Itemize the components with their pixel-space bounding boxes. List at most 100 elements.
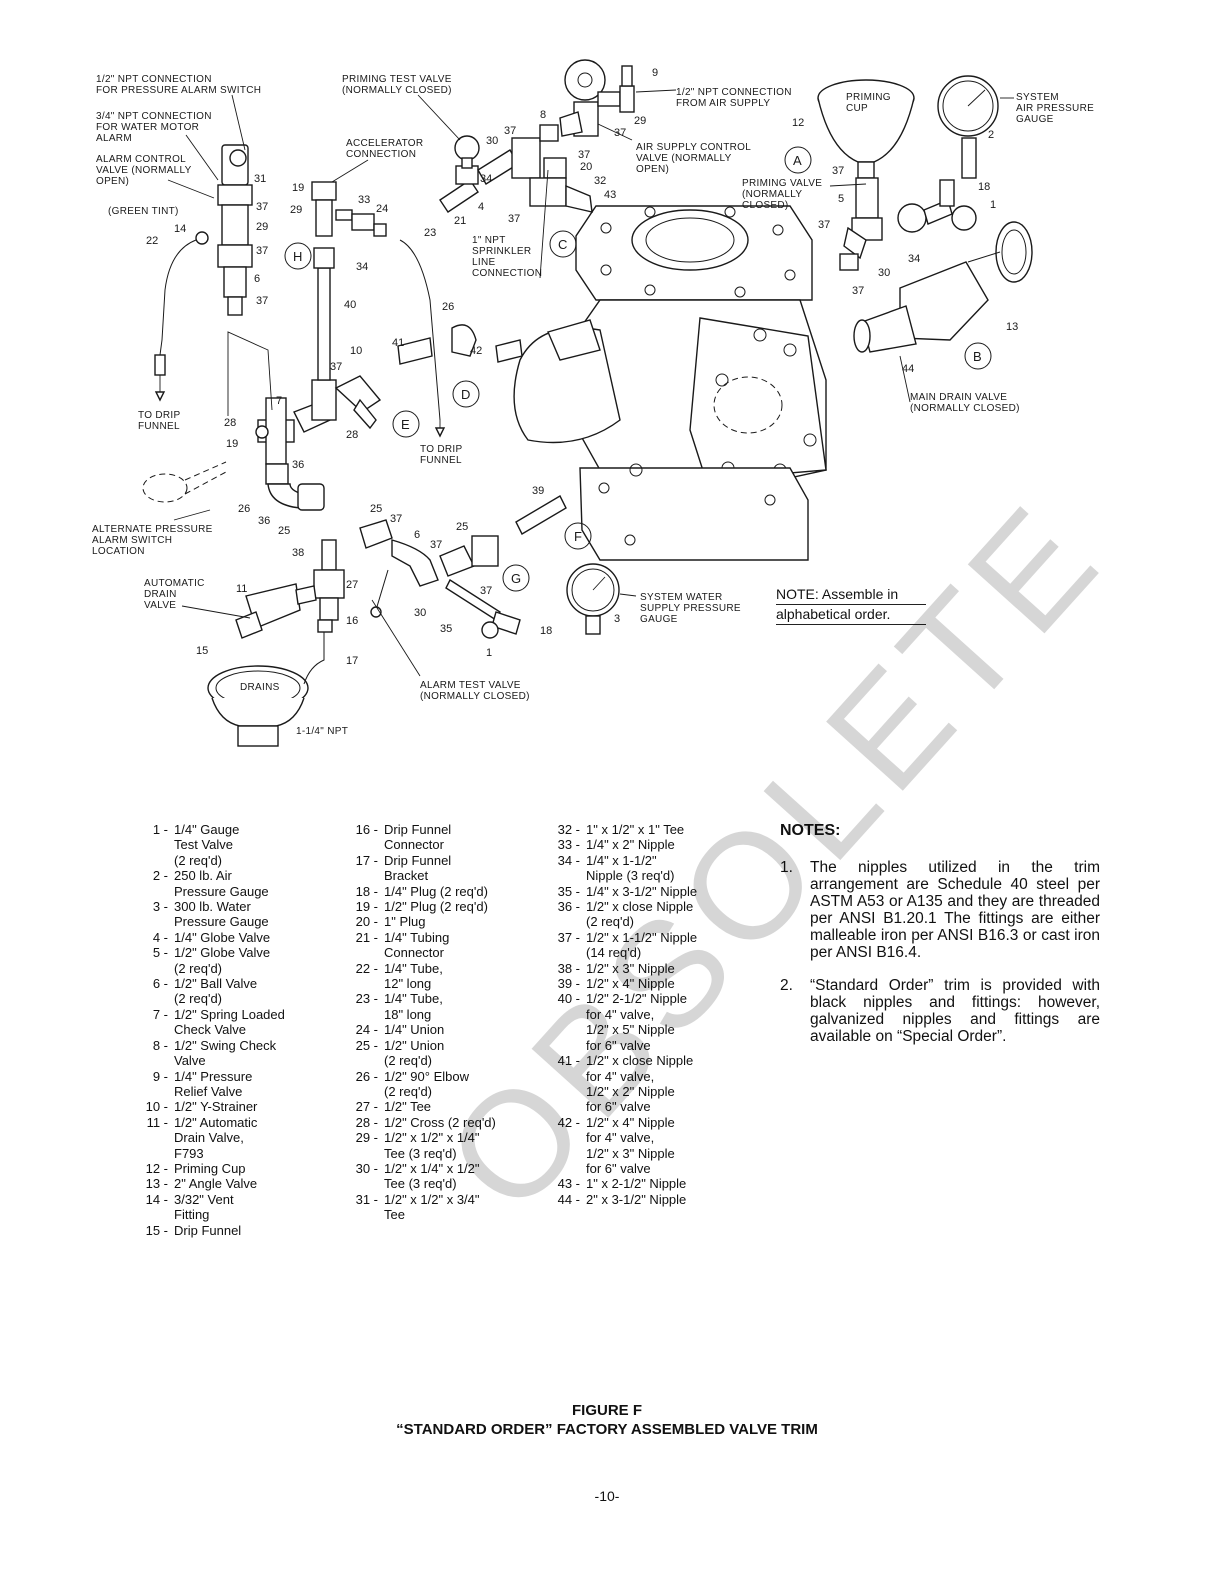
note-item: 1. The nipples utilized in the trim arra… — [780, 859, 1100, 961]
svg-text:3: 3 — [614, 613, 620, 625]
parts-list-item: 6 -1/2" Ball Valve (2 req'd) — [134, 976, 324, 1007]
svg-text:12: 12 — [792, 117, 804, 129]
part-description: Drip Funnel Connector — [384, 822, 452, 853]
part-number: 38 - — [557, 960, 580, 976]
part-number: 22 - — [355, 960, 378, 976]
part-description: 1/4" Plug (2 req'd) — [384, 883, 488, 899]
part-description: 1/2" Plug (2 req'd) — [384, 899, 488, 915]
callout-drains: DRAINS — [240, 682, 280, 693]
svg-text:34: 34 — [908, 253, 920, 265]
svg-text:37: 37 — [614, 127, 626, 139]
part-number: 31 - — [355, 1191, 378, 1207]
part-description: 300 lb. Water Pressure Gauge — [174, 899, 269, 930]
part-description: Drip Funnel Bracket — [384, 852, 452, 884]
svg-text:37: 37 — [480, 585, 492, 597]
part-number: 17 - — [355, 852, 378, 868]
part-number: 18 - — [355, 883, 378, 899]
svg-text:8: 8 — [540, 109, 546, 121]
part-description: 1/4" Tube, 12" long — [384, 960, 443, 992]
air-supply-trim-piping — [399, 59, 635, 438]
svg-text:18: 18 — [540, 625, 552, 637]
svg-text:G: G — [511, 571, 521, 586]
part-number: 11 - — [146, 1114, 168, 1130]
svg-text:29: 29 — [256, 221, 268, 233]
svg-text:37: 37 — [256, 245, 268, 257]
parts-list-item: 25 -1/2" Union (2 req'd) — [344, 1038, 544, 1069]
part-number: 1 - — [152, 822, 168, 837]
svg-text:24: 24 — [376, 203, 388, 215]
svg-text:11: 11 — [236, 583, 247, 595]
svg-text:44: 44 — [902, 363, 914, 375]
drain-and-test-piping — [207, 495, 620, 747]
parts-list-item: 37 -1/2" x 1-1/2" Nipple (14 req'd) — [546, 930, 776, 961]
svg-text:4: 4 — [478, 201, 484, 213]
svg-text:19: 19 — [226, 438, 238, 450]
svg-text:H: H — [293, 249, 302, 264]
callout-alarm-test-valve: ALARM TEST VALVE(NORMALLY CLOSED) — [420, 680, 530, 702]
parts-list-item: 32 -1" x 1/2" x 1" Tee — [546, 822, 776, 837]
part-description: 2" x 3-1/2" Nipple — [586, 1191, 687, 1207]
part-number: 21 - — [355, 929, 378, 945]
svg-text:17: 17 — [346, 655, 358, 667]
parts-list-item: 5 -1/2" Globe Valve (2 req'd) — [134, 945, 324, 976]
part-number: 16 - — [355, 822, 378, 837]
parts-list-item: 22 - 1/4" Tube, 12" long — [344, 961, 544, 992]
part-description: 1" x 1/2" x 1" Tee — [586, 822, 685, 837]
svg-text:28: 28 — [346, 429, 358, 441]
svg-text:6: 6 — [254, 273, 260, 285]
svg-text:10: 10 — [350, 345, 362, 357]
part-description: 1/4" Union — [384, 1022, 445, 1038]
svg-text:30: 30 — [414, 607, 426, 619]
svg-text:14: 14 — [174, 223, 186, 235]
part-number: 13 - — [145, 1176, 168, 1192]
svg-text:13: 13 — [1006, 321, 1018, 333]
svg-text:28: 28 — [224, 417, 236, 429]
part-number: 36 - — [557, 899, 580, 915]
part-description: Priming Cup — [174, 1160, 246, 1176]
svg-text:35: 35 — [440, 623, 452, 635]
part-description: 1/4" x 1-1/2" Nipple (3 req'd) — [586, 852, 675, 884]
part-number: 24 - — [355, 1022, 378, 1038]
part-number: 12 - — [145, 1160, 168, 1176]
part-description: 1/2" x 1/2" x 1/4" Tee (3 req'd) — [384, 1130, 480, 1161]
callout-letters: A B C D E F G H — [284, 146, 992, 592]
parts-list-item: 40 -1/2" 2-1/2" Nipple for 4" valve, 1/2… — [546, 991, 776, 1053]
svg-text:9: 9 — [652, 67, 658, 79]
svg-text:37: 37 — [818, 219, 830, 231]
assembly-note-line-1: NOTE: Assemble in — [776, 585, 926, 605]
parts-list-item: 8 -1/2" Swing Check Valve — [134, 1038, 324, 1069]
figure-title: FIGURE F — [572, 1402, 642, 1419]
priming-assembly — [817, 75, 1033, 353]
svg-text:37: 37 — [330, 361, 342, 373]
note-text: The nipples utilized in the trim arrange… — [810, 859, 1100, 961]
svg-text:37: 37 — [508, 213, 520, 225]
part-description: 1/2" 2-1/2" Nipple for 4" valve, 1/2" x … — [586, 991, 688, 1053]
part-description: 250 lb. Air Pressure Gauge — [174, 868, 269, 899]
part-number: 26 - — [355, 1068, 378, 1084]
part-numbers: 31 37 29 14 22 37 6 37 7 28 19 36 26 36 … — [146, 67, 1018, 667]
svg-text:19: 19 — [292, 182, 304, 194]
parts-list-item: 16 - Drip Funnel Connector — [344, 822, 544, 853]
figure-subtitle: “STANDARD ORDER” FACTORY ASSEMBLED VALVE… — [396, 1421, 818, 1438]
part-number: 5 - — [152, 945, 168, 961]
svg-text:37: 37 — [430, 539, 442, 551]
parts-list-item: 10 -1/2" Y-Strainer — [134, 1099, 324, 1114]
part-description: Drip Funnel — [174, 1222, 242, 1238]
parts-list-item: 39 -1/2" x 4" Nipple — [546, 976, 776, 991]
svg-text:34: 34 — [480, 173, 492, 185]
part-description: 1/2" Ball Valve (2 req'd) — [174, 976, 258, 1007]
parts-list-item: 33 -1/4" x 2" Nipple — [546, 837, 776, 852]
parts-list-item: 28 -1/2" Cross (2 req'd) — [344, 1115, 544, 1130]
svg-text:27: 27 — [346, 579, 358, 591]
parts-list-item: 34 -1/4" x 1-1/2" Nipple (3 req'd) — [546, 853, 776, 884]
part-description: 1" Plug — [384, 914, 426, 930]
svg-text:39: 39 — [532, 485, 544, 497]
part-number: 41 - — [557, 1053, 580, 1069]
svg-text:26: 26 — [238, 503, 250, 515]
svg-text:C: C — [558, 237, 567, 252]
